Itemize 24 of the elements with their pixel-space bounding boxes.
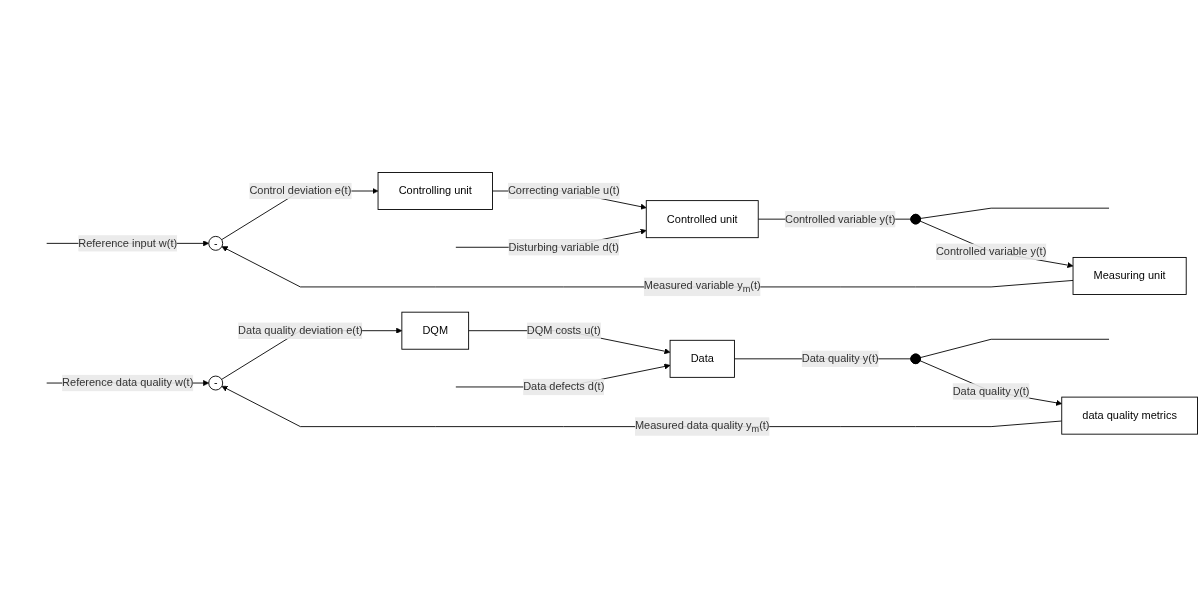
node-box: Data (669, 340, 735, 379)
edge-label: Controlled variable y(t) (935, 245, 1047, 258)
edge-label: Data quality y(t) (952, 385, 1030, 398)
node-box: Measuring unit (1072, 257, 1187, 296)
edge-label: Reference input w(t) (78, 237, 178, 250)
connector (919, 208, 1110, 220)
edge-label: Data quality deviation e(t) (238, 324, 363, 337)
node-circle: - (208, 236, 224, 252)
edge-label: Data quality y(t) (801, 352, 879, 365)
edge-label: Correcting variable u(t) (507, 185, 620, 197)
edge-label: DQM costs u(t) (526, 324, 601, 337)
edge-label: Disturbing variable d(t) (508, 241, 619, 254)
node-box: Controlled unit (645, 200, 759, 239)
edge-label: Measured variable y$_{m}$(t) (643, 279, 761, 295)
edge-label: Measured data quality y$_{m}$(t) (634, 419, 770, 435)
edge-label: Controlled variable y(t) (784, 213, 896, 225)
edge-label: Control deviation e(t) (249, 185, 352, 197)
connector (919, 339, 1110, 359)
node-box: data quality metrics (1061, 396, 1198, 435)
edge-label: Data defects d(t) (523, 381, 605, 393)
edge-label: Reference data quality w(t) (62, 377, 194, 389)
node-circle: - (208, 375, 224, 391)
node-box: DQM (401, 312, 470, 350)
node-box: Controlling unit (377, 172, 493, 211)
